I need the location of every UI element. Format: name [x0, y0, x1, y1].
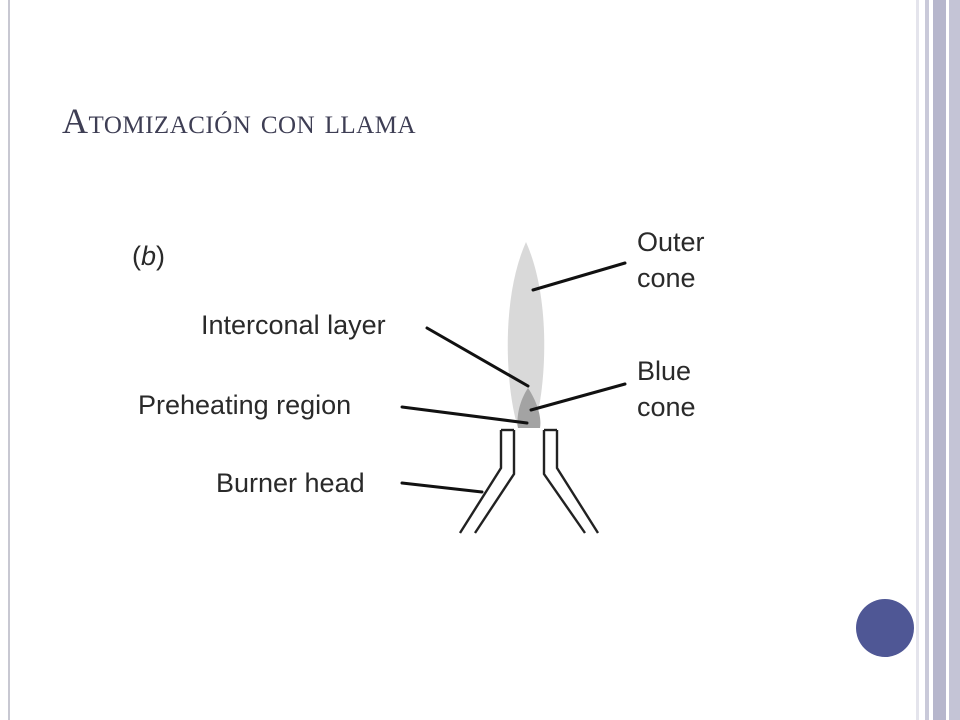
left-border-line	[8, 0, 10, 720]
burner-head-leader-line	[400, 481, 484, 494]
burner-head-label: Burner head	[216, 468, 365, 498]
blue-cone-label-line2: cone	[637, 392, 696, 422]
preheating-region-leader-line	[400, 405, 529, 425]
right-decorative-band	[916, 0, 960, 720]
interconal-layer-leader-line	[425, 326, 530, 388]
outer-cone-label-line2: cone	[637, 263, 696, 293]
burner-head	[458, 428, 600, 534]
panel-label: (b)	[132, 241, 165, 271]
preheating-region-label: Preheating region	[138, 390, 351, 420]
accent-circle	[856, 599, 914, 657]
outer-cone-label-line1: Outer	[637, 227, 705, 257]
interconal-layer-label: Interconal layer	[201, 310, 386, 340]
slide-title: Atomización con llama	[62, 101, 417, 141]
blue-cone-flame	[517, 388, 541, 428]
blue-cone-leader-line	[529, 382, 627, 412]
blue-cone-label-line1: Blue	[637, 356, 691, 386]
outer-cone-leader-line	[531, 261, 627, 292]
